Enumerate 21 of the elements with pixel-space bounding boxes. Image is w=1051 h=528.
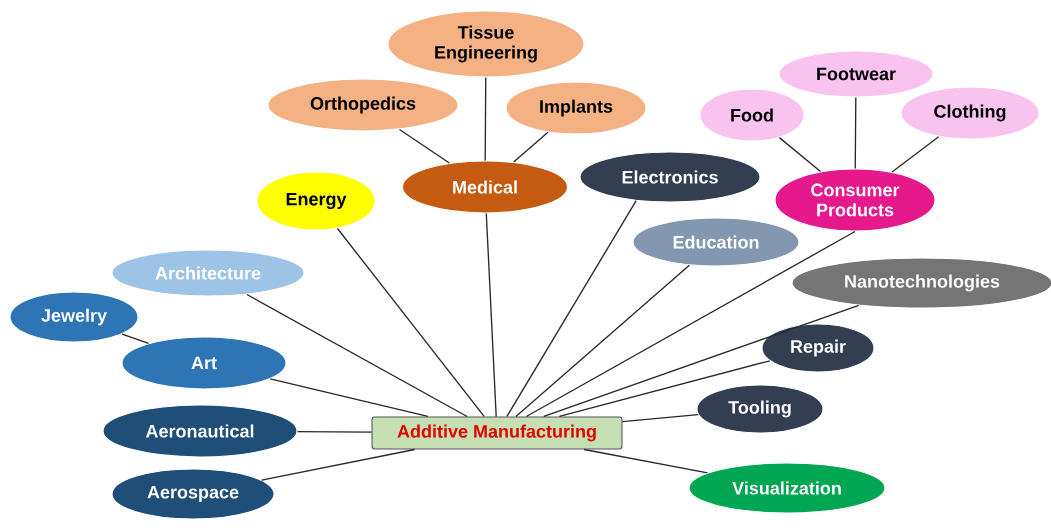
connector-line — [246, 293, 468, 418]
connector-line — [621, 413, 699, 423]
connector-line — [513, 131, 549, 163]
connector-line — [484, 76, 487, 162]
connector-line — [121, 333, 150, 345]
connector-line — [583, 448, 709, 474]
connector-line — [515, 264, 690, 418]
hub-box: Additive Manufacturing — [371, 416, 623, 450]
connector-line — [261, 448, 416, 481]
connector-line — [398, 128, 450, 164]
connector-line — [558, 360, 771, 418]
connector-line — [485, 212, 497, 418]
connector-line — [525, 230, 856, 418]
connector-line — [778, 136, 822, 173]
connector-line — [296, 431, 373, 433]
connector-line — [891, 136, 940, 173]
connector-line — [269, 378, 429, 418]
connector-line — [854, 96, 857, 170]
connector-line — [506, 200, 637, 418]
connector-line — [336, 227, 485, 418]
connector-line — [543, 304, 860, 418]
